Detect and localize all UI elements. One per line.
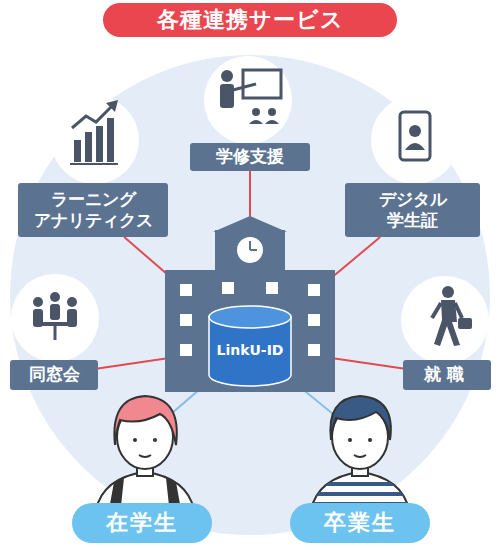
teaching-icon xyxy=(204,56,292,144)
node-label: デジタル 学生証 xyxy=(355,189,470,232)
node-label: 在学生 xyxy=(106,509,178,537)
service-box: 同窓会 xyxy=(10,360,98,390)
node-label: 卒業生 xyxy=(324,509,396,537)
service-box: 就職 xyxy=(403,360,491,390)
service-box: 学修支援 xyxy=(190,143,310,171)
title-pill: 各種連携サービス xyxy=(103,3,397,37)
businessman-icon xyxy=(401,276,489,364)
chart-icon xyxy=(51,96,139,184)
node-label: LinkU-ID xyxy=(216,342,283,360)
graduate-figure xyxy=(300,396,420,515)
student-figure xyxy=(95,396,195,515)
meeting-icon xyxy=(11,274,99,362)
node-label: 同窓会 xyxy=(29,364,80,385)
university-building xyxy=(165,216,335,392)
node-label: ラーニング アナリティクス xyxy=(28,189,158,232)
background-circle xyxy=(10,55,490,535)
user-pill: 在学生 xyxy=(72,503,212,543)
node-label: 就職 xyxy=(424,364,470,385)
database-cylinder: LinkU-ID xyxy=(208,305,292,387)
user-pill: 卒業生 xyxy=(290,503,430,543)
phone-icon xyxy=(371,96,459,184)
service-box: ラーニング アナリティクス xyxy=(18,183,168,237)
service-box: デジタル 学生証 xyxy=(345,183,480,237)
node-label: 学修支援 xyxy=(216,146,284,167)
